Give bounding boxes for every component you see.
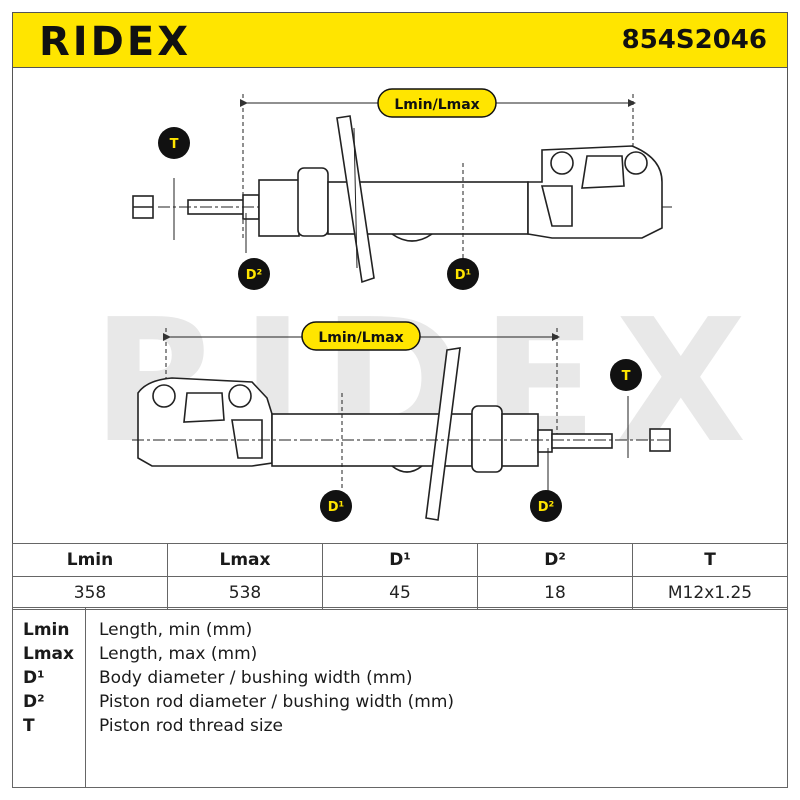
d1-badge-bottom: D¹ — [320, 490, 352, 522]
bottom-shock-absorber — [132, 328, 672, 521]
header-bar: RIDEX 854S2046 — [12, 12, 788, 68]
lmin-lmax-label-bottom: Lmin/Lmax — [318, 330, 403, 346]
d2-badge-bottom: D² — [530, 490, 562, 522]
legend-key: Lmax — [23, 644, 74, 664]
legend-key: Lmin — [23, 620, 70, 640]
brand-logo: RIDEX — [39, 19, 192, 65]
specs-value-row: 358 538 45 18 M12x1.25 — [12, 576, 788, 610]
d2-badge-top: D² — [238, 258, 270, 290]
specs-value-d1: 45 — [322, 576, 478, 610]
lmin-lmax-label-top: Lmin/Lmax — [394, 97, 479, 113]
d1-label-top: D¹ — [455, 268, 472, 283]
specs-table: Lmin Lmax D¹ D² T 358 538 45 18 M12x1.25 — [12, 543, 788, 610]
specs-value-t: M12x1.25 — [632, 576, 788, 610]
d2-label-bottom: D² — [538, 500, 555, 515]
top-shock-absorber — [132, 94, 672, 284]
specs-header-t: T — [632, 543, 788, 577]
legend-key: D² — [23, 692, 45, 712]
legend-box: Lmin Length, min (mm) Lmax Length, max (… — [12, 607, 788, 788]
technical-drawing: RIDEX — [12, 68, 788, 544]
d2-label-top: D² — [246, 268, 263, 283]
t-label-top: T — [170, 137, 179, 152]
specs-header-row: Lmin Lmax D¹ D² T — [12, 543, 788, 577]
specs-value-d2: 18 — [477, 576, 633, 610]
legend-key: D¹ — [23, 668, 45, 688]
t-label-bottom: T — [622, 369, 631, 384]
lmin-lmax-badge-bottom: Lmin/Lmax — [301, 321, 421, 351]
part-number: 854S2046 — [621, 25, 767, 55]
specs-header-d2: D² — [477, 543, 633, 577]
legend-desc: Body diameter / bushing width (mm) — [99, 668, 413, 688]
t-badge-bottom: T — [610, 359, 642, 391]
specs-header-lmin: Lmin — [12, 543, 168, 577]
legend-desc: Piston rod diameter / bushing width (mm) — [99, 692, 455, 712]
t-badge-top: T — [158, 127, 190, 159]
specs-value-lmax: 538 — [167, 576, 323, 610]
specs-header-lmax: Lmax — [167, 543, 323, 577]
legend-key: T — [23, 716, 35, 736]
lmin-lmax-badge-top: Lmin/Lmax — [377, 88, 497, 118]
legend-desc: Length, min (mm) — [99, 620, 253, 640]
legend-desc: Length, max (mm) — [99, 644, 258, 664]
shock-absorber-drawing: Lmin/Lmax Lmin/Lmax T D² D¹ T D¹ — [132, 88, 672, 522]
specs-header-d1: D¹ — [322, 543, 478, 577]
specs-value-lmin: 358 — [12, 576, 168, 610]
legend-desc: Piston rod thread size — [99, 716, 284, 736]
d1-badge-top: D¹ — [447, 258, 479, 290]
d1-label-bottom: D¹ — [328, 500, 345, 515]
legend-divider — [85, 608, 86, 787]
